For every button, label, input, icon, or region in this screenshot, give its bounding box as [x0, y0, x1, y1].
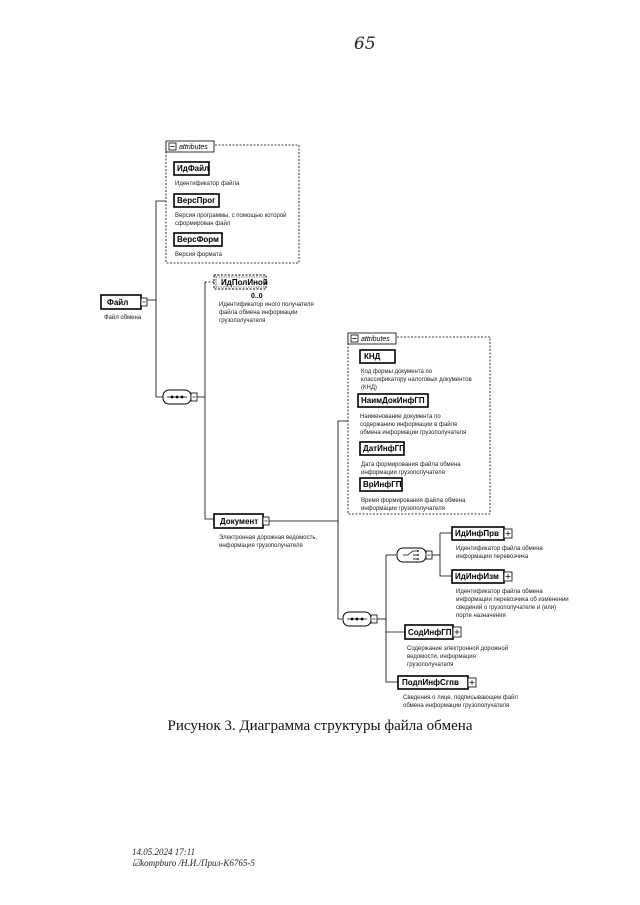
attribute-description: содержанию информации в файле: [360, 421, 458, 428]
element-idinfizm: ИдИнфИзм Идентификатор файла обмена инфо…: [451, 569, 569, 619]
element-description: Идентификатор файла обмена: [456, 545, 543, 552]
attribute-label: ВерсПрог: [177, 196, 216, 205]
element-description: обмена информации грузополучателя: [403, 703, 509, 709]
attribute-description: Дата формирования файла обмена: [361, 461, 461, 468]
attribute-label: НаимДокИнфГП: [361, 396, 425, 405]
figure-caption: Рисунок 3. Диаграмма структуры файла обм…: [167, 718, 473, 734]
element-label: СодИнфГП: [408, 628, 452, 637]
connector-lines: [147, 200, 452, 683]
footer-signature: ☑kompburo /Н.И./Прил-К6765-5: [132, 858, 255, 868]
attribute-knd: КНД Код формы документа по классификатор…: [359, 349, 472, 391]
attributes-header: attributes: [179, 144, 208, 151]
page-number: 65: [354, 34, 376, 54]
attribute-label: ВерсФорм: [177, 235, 219, 244]
attribute-datinfgp: ДатИнфГП Дата формирования файла обмена …: [359, 441, 461, 476]
element-label: Файл: [107, 298, 128, 307]
element-description: ведомости, информация: [407, 654, 476, 660]
attribute-label: ИдФайл: [177, 164, 209, 173]
element-description: сведений о грузополучателе и (или): [456, 604, 556, 611]
element-label: Документ: [220, 517, 258, 526]
occurrence-label: 0..0: [251, 293, 263, 300]
element-description: Электронная дорожная ведомость,: [219, 535, 317, 541]
element-description: грузополучателя: [219, 318, 265, 324]
element-description: информации перевозчика об изменении: [456, 597, 569, 603]
choice-compositor-icon: [396, 547, 433, 563]
element-label: ИдИнфПрв: [455, 529, 499, 538]
attribute-label: ВрИнфГП: [363, 480, 402, 489]
attributes-header: attributes: [361, 336, 390, 343]
attribute-versform: ВерсФорм Версия формата: [173, 232, 223, 258]
element-label: ПодпИнфСгпв: [402, 678, 459, 687]
element-label: ИдИнфИзм: [455, 572, 499, 581]
element-idpolinoy: ИдПолИной 0..0 Идентификатор иного получ…: [213, 274, 314, 324]
attribute-description: информации грузополучателя: [361, 506, 445, 512]
sequence-compositor-icon: [342, 611, 378, 627]
element-description: Сведения о лице, подписывающем файл: [403, 694, 518, 701]
element-description: Идентификатор файла обмена: [456, 588, 543, 595]
attribute-label: ДатИнфГП: [363, 444, 405, 453]
attribute-description: (КНД): [361, 385, 377, 391]
attribute-label: КНД: [364, 352, 381, 361]
element-description: информация грузополучателя: [219, 543, 303, 549]
element-idinfprv: ИдИнфПрв Идентификатор файла обмена инфо…: [451, 526, 543, 560]
element-description: Файл обмена: [104, 314, 142, 321]
element-description: порте назначения: [456, 613, 506, 619]
attribute-description: Наименование документа по: [360, 414, 441, 420]
attribute-description: классификатору налоговых документов: [361, 377, 472, 383]
attribute-description: Идентификатор файла: [175, 180, 240, 187]
attribute-naimdokinfgp: НаимДокИнфГП Наименование документа по с…: [357, 393, 466, 436]
attribute-description: сформирован файл: [175, 220, 231, 227]
attribute-description: обмена информации грузополучателя: [360, 430, 466, 436]
element-description: грузополучателя: [407, 662, 453, 668]
element-description: Содержание электронной дорожной: [407, 645, 508, 652]
element-description: Идентификатор иного получателя: [219, 302, 314, 308]
attribute-vrinfgp: ВрИнфГП Время формирования файла обмена …: [359, 477, 466, 512]
element-podpinfsgpv: ПодпИнфСгпв Сведения о лице, подписывающ…: [397, 675, 518, 709]
attribute-description: Код формы документа по: [361, 369, 433, 375]
attribute-description: Время формирования файла обмена: [361, 497, 466, 504]
attribute-idfile: ИдФайл Идентификатор файла: [173, 161, 240, 187]
attribute-versprog: ВерсПрог Версия программы, с помощью кот…: [173, 193, 287, 227]
element-file: Файл Файл обмена: [100, 294, 148, 321]
element-description: информации перевозчика: [456, 554, 529, 560]
sequence-compositor-icon: [162, 389, 198, 405]
element-description: файла обмена информации: [219, 309, 297, 316]
attribute-description: информации грузополучателя: [361, 470, 445, 476]
footer-date: 14.05.2024 17:11: [132, 847, 196, 857]
element-label: ИдПолИной: [221, 278, 268, 287]
attribute-description: Версия формата: [175, 252, 223, 258]
element-document: Документ Электронная дорожная ведомость,…: [213, 513, 317, 549]
element-sodinfgp: СодИнфГП Содержание электронной дорожной…: [404, 624, 508, 668]
attribute-description: Версия программы, с помощью которой: [175, 212, 287, 219]
